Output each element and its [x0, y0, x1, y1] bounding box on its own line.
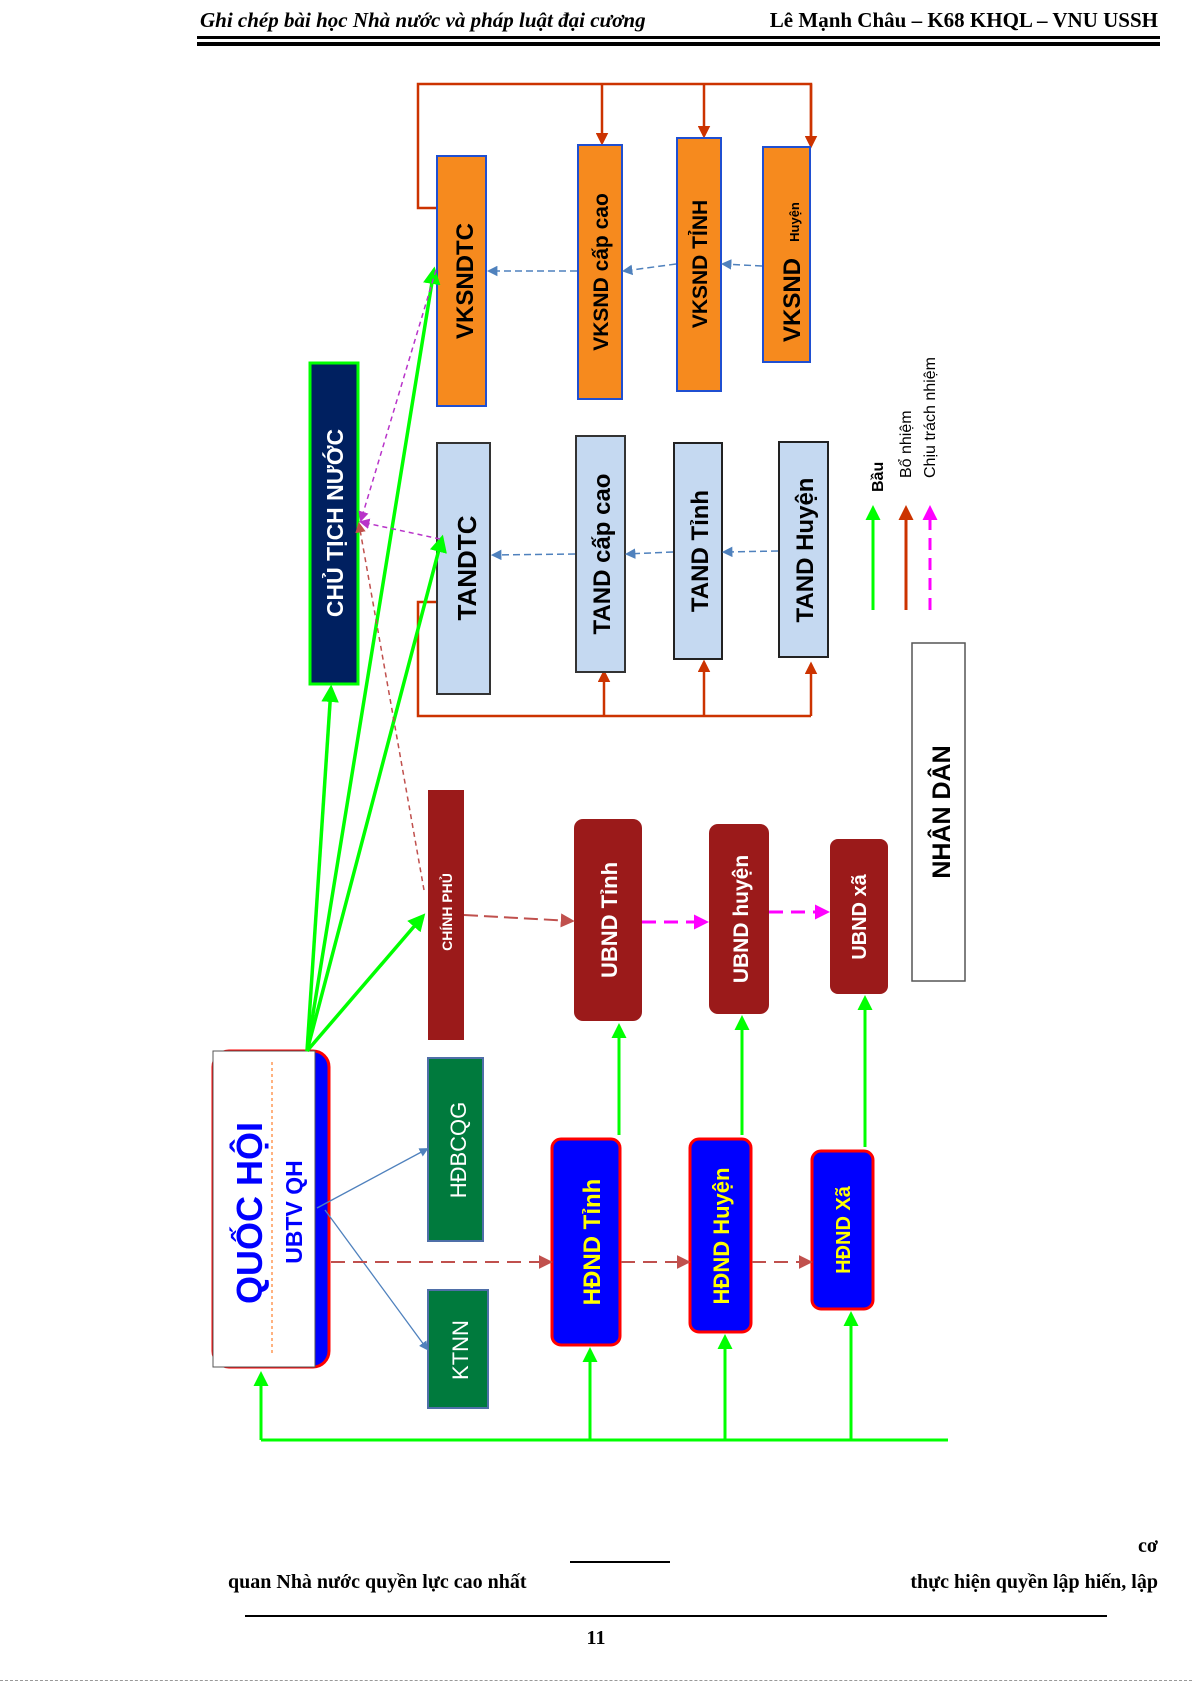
hdnd-xa-box[interactable]: HĐND Xã — [810, 1149, 875, 1311]
tand-huyen-box[interactable]: TAND Huyện — [778, 441, 829, 658]
hdnd-tinh-box[interactable]: HĐND Tỉnh — [550, 1137, 622, 1347]
vksnd-huyen-box[interactable]: VKSND Huyện — [762, 146, 811, 363]
ubnd-tinh-box[interactable]: UBND Tỉnh — [574, 819, 642, 1021]
procuracy-hierarchy-arrows — [486, 259, 763, 277]
ubnd-xa-label: UBND xã — [849, 873, 871, 959]
ubtv-to-agency-arrows — [316, 1148, 429, 1351]
ktnn-box[interactable]: KTNN — [427, 1289, 489, 1409]
quoc-hoi-box[interactable]: QUỐC HỘI UBTV QH — [211, 1049, 331, 1369]
executive-arrows — [463, 904, 830, 930]
ubtv-qh-label: UBTV QH — [281, 1160, 307, 1264]
header-rule-thick — [197, 42, 1160, 46]
nhan-dan-box[interactable]: NHÂN DÂN — [911, 642, 966, 982]
tand-cap-cao-label: TAND cấp cao — [589, 474, 616, 635]
vksnd-huyen-sublabel: Huyện — [787, 202, 802, 242]
tand-tinh-box[interactable]: TAND Tỉnh — [673, 442, 723, 660]
vksnd-tinh-label: VKSND TỈNH — [689, 200, 712, 328]
tand-tinh-label: TAND Tỉnh — [687, 490, 714, 612]
footnote-separator — [570, 1561, 670, 1563]
tand-cap-cao-box[interactable]: TAND cấp cao — [575, 435, 626, 673]
tandtc-box[interactable]: TANDTC — [436, 442, 491, 695]
president-responsibility-lines — [355, 269, 441, 891]
footer-text-line2-right: thực hiện quyền lập hiến, lập — [910, 1571, 1158, 1593]
vksnd-cap-cao-label: VKSND cấp cao — [590, 193, 613, 351]
quoc-hoi-label: QUỐC HỘI — [228, 1122, 270, 1304]
tand-huyen-label: TAND Huyện — [792, 478, 819, 623]
court-hierarchy-arrows — [490, 546, 779, 561]
page-break-line — [0, 1680, 1192, 1681]
vksnd-huyen-label: VKSND — [779, 258, 806, 342]
hdnd-huyen-box[interactable]: HĐND Huyện — [688, 1137, 753, 1334]
legend-responsible-label: Chịu trách nhiệm — [922, 357, 939, 478]
hdbcqg-label: HĐBCQG — [446, 1102, 471, 1199]
appoint-lines-court — [416, 600, 818, 718]
header-author: Lê Mạnh Châu – K68 KHQL – VNU USSH — [769, 8, 1158, 32]
vksnd-tinh-box[interactable]: VKSND TỈNH — [676, 137, 722, 392]
chu-tich-nuoc-label: CHỦ TỊCH NƯỚC — [320, 429, 348, 617]
legend: Bầu Bổ nhiệm Chịu trách nhiệm — [865, 357, 939, 610]
legend-appoint-label: Bổ nhiệm — [897, 410, 915, 478]
ktnn-label: KTNN — [448, 1320, 473, 1380]
chinh-phu-box[interactable]: CHÍNH PHỦ — [428, 790, 464, 1040]
vksnd-cap-cao-box[interactable]: VKSND cấp cao — [577, 144, 623, 400]
ubnd-huyen-box[interactable]: UBND huyện — [709, 824, 769, 1014]
chinh-phu-label: CHÍNH PHỦ — [438, 873, 455, 951]
header-course-title: Ghi chép bài học Nhà nước và pháp luật đ… — [200, 8, 646, 32]
footer-text-line2-left: quan Nhà nước quyền lực cao nhất — [228, 1571, 527, 1593]
nhan-dan-label: NHÂN DÂN — [926, 745, 956, 878]
vksndtc-box[interactable]: VKSNDTC — [436, 155, 487, 407]
council-elects-committee-lines — [611, 995, 873, 1147]
hdbcqg-box[interactable]: HĐBCQG — [427, 1057, 484, 1242]
page-number: 11 — [586, 1627, 606, 1649]
vksndtc-label: VKSNDTC — [452, 223, 479, 339]
hdnd-xa-label: HĐND Xã — [833, 1185, 855, 1274]
tandtc-label: TANDTC — [452, 515, 482, 620]
hdnd-tinh-label: HĐND Tỉnh — [579, 1179, 606, 1306]
national-assembly-elects-lines — [305, 266, 447, 1053]
hdnd-huyen-label: HĐND Huyện — [709, 1168, 734, 1305]
ubnd-tinh-label: UBND Tỉnh — [597, 862, 622, 978]
legend-elect-label: Bầu — [870, 462, 887, 492]
header-rule-thin — [197, 36, 1160, 39]
people-elect-lines — [253, 1311, 948, 1442]
chu-tich-nuoc-box[interactable]: CHỦ TỊCH NƯỚC — [308, 361, 360, 686]
footer-text-line1: cơ — [1138, 1535, 1158, 1557]
ubnd-xa-box[interactable]: UBND xã — [830, 839, 888, 994]
footer-rule — [245, 1615, 1107, 1617]
appoint-lines-procuracy — [416, 82, 818, 210]
ubnd-huyen-label: UBND huyện — [730, 855, 753, 983]
